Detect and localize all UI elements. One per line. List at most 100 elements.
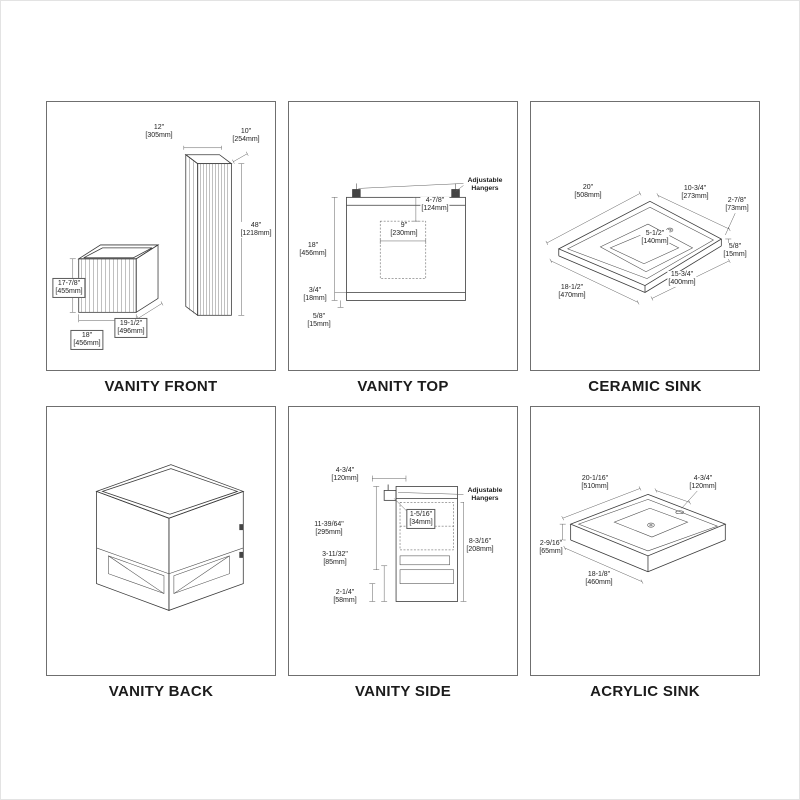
dim-in: 5/8" xyxy=(728,242,742,250)
panel-caption: VANITY TOP xyxy=(357,378,449,395)
panel-vanity-back: VANITY BACK xyxy=(46,406,276,700)
dim-label: 4-3/4" [120mm] xyxy=(688,474,718,492)
dim-in: 2-1/4" xyxy=(335,588,355,596)
panel-caption: VANITY BACK xyxy=(108,683,214,700)
panel-caption: VANITY FRONT xyxy=(104,378,218,395)
dim-in: 10" xyxy=(240,127,252,135)
dim-mm: [85mm] xyxy=(323,559,347,566)
dim-in: 18" xyxy=(307,241,319,249)
dim-mm: [510mm] xyxy=(581,483,609,490)
dim-mm: [18mm] xyxy=(303,295,327,302)
dim-mm: [124mm] xyxy=(421,205,449,212)
dim-in: 5/8" xyxy=(312,312,326,320)
dim-mm: [470mm] xyxy=(558,292,586,299)
dim-in: 10-3/4" xyxy=(683,184,707,192)
dim-label: 4-3/4" [120mm] xyxy=(330,466,360,484)
dim-label: 18-1/2" [470mm] xyxy=(557,283,587,301)
vanity-back-drawing xyxy=(95,464,245,611)
dim-in: 5-1/2" xyxy=(645,229,665,237)
dim-mm: [273mm] xyxy=(681,193,709,200)
vanity-back-drawing-box xyxy=(46,406,276,676)
dim-in: 15-3/4" xyxy=(670,270,694,278)
dim-in: 4-3/4" xyxy=(335,466,355,474)
ceramic-sink-drawing-box: 20" [508mm] 10-3/4" [273mm] 2-7/8" [73mm… xyxy=(530,101,760,371)
dim-label: 2-7/8" [73mm] xyxy=(724,196,750,214)
dim-in: 3-11/32" xyxy=(322,550,348,558)
dim-mm: [120mm] xyxy=(689,483,717,490)
dim-in: 48" xyxy=(250,221,262,229)
dim-in: 2-7/8" xyxy=(727,196,747,204)
dim-mm: [230mm] xyxy=(390,230,418,237)
dim-mm: [305mm] xyxy=(145,132,173,139)
panel-vanity-top: 4-7/8" [124mm] 18" [456mm] 9" [230mm] 3/… xyxy=(288,101,518,395)
dim-label: 5/8" [15mm] xyxy=(306,312,332,330)
dim-in: 20-1/16" xyxy=(581,474,609,482)
vanity-top-drawing-box: 4-7/8" [124mm] 18" [456mm] 9" [230mm] 3/… xyxy=(288,101,518,371)
dim-mm: [65mm] xyxy=(539,548,563,555)
dim-in: 11-39/64" xyxy=(314,520,344,528)
dim-in: 4-3/4" xyxy=(693,474,713,482)
dim-mm: [460mm] xyxy=(585,579,613,586)
panel-caption: VANITY SIDE xyxy=(354,683,452,700)
dim-label: 10" [254mm] xyxy=(231,127,261,145)
dim-mm: [496mm] xyxy=(117,328,145,335)
dim-in: 20" xyxy=(582,183,594,191)
vanity-side-drawing-box: 4-3/4" [120mm] 11-39/64" [295mm] 3-11/32… xyxy=(288,406,518,676)
dim-label: 18-1/8" [460mm] xyxy=(584,570,614,588)
dim-label: 3/4" [18mm] xyxy=(302,286,328,304)
adjustable-hangers-note: Adjustable Hangers xyxy=(464,177,506,193)
dim-in: 3/4" xyxy=(308,286,322,294)
dim-in: 8-3/16" xyxy=(468,537,492,545)
dim-mm: [120mm] xyxy=(331,475,359,482)
dim-label: 1-5/16" [34mm] xyxy=(406,508,436,530)
dim-label: 8-3/16" [208mm] xyxy=(465,537,495,555)
dim-mm: [1218mm] xyxy=(240,230,272,237)
panel-caption: ACRYLIC SINK xyxy=(590,683,700,700)
dim-mm: [295mm] xyxy=(315,529,343,536)
dim-mm: [73mm] xyxy=(725,205,749,212)
dim-in: 19-1/2" xyxy=(119,319,143,327)
dim-mm: [400mm] xyxy=(668,279,696,286)
dim-label: 5/8" [15mm] xyxy=(722,242,748,260)
dim-label: 17-7/8" [455mm] xyxy=(52,277,86,299)
vanity-side-drawing xyxy=(369,475,467,602)
dim-label: 48" [1218mm] xyxy=(239,221,273,239)
dim-label: 3-11/32" [85mm] xyxy=(321,550,349,568)
dim-mm: [456mm] xyxy=(299,250,327,257)
dim-mm: [208mm] xyxy=(466,546,494,553)
dim-in: 9" xyxy=(400,221,408,229)
panel-vanity-front: 12" [305mm] 10" [254mm] 48" [1218mm] 17-… xyxy=(46,101,276,395)
dim-mm: [456mm] xyxy=(73,340,101,347)
dim-mm: [455mm] xyxy=(55,288,83,295)
dim-in: 2-9/16" xyxy=(539,539,563,547)
dim-in: 18-1/2" xyxy=(560,283,584,291)
dim-label: 20" [508mm] xyxy=(573,183,603,201)
acrylic-sink-drawing xyxy=(559,486,727,584)
dim-mm: [140mm] xyxy=(641,238,669,245)
dim-label: 9" [230mm] xyxy=(389,221,419,239)
adjustable-hangers-note: Adjustable Hangers xyxy=(464,487,506,503)
dim-in: 18" xyxy=(81,331,93,339)
dim-in: 17-7/8" xyxy=(57,279,81,287)
dim-label: 18" [456mm] xyxy=(298,241,328,259)
panel-vanity-side: 4-3/4" [120mm] 11-39/64" [295mm] 3-11/32… xyxy=(288,406,518,700)
dim-in: 1-5/16" xyxy=(409,510,433,518)
dim-label: 15-3/4" [400mm] xyxy=(667,270,697,288)
dim-label: 5-1/2" [140mm] xyxy=(640,229,670,247)
panel-caption: CERAMIC SINK xyxy=(588,378,702,395)
dim-in: 12" xyxy=(153,123,165,131)
dim-mm: [15mm] xyxy=(723,251,747,258)
dim-label: 20-1/16" [510mm] xyxy=(580,474,610,492)
dim-mm: [58mm] xyxy=(333,597,357,604)
dim-label: 12" [305mm] xyxy=(144,123,174,141)
vanity-front-drawing-box: 12" [305mm] 10" [254mm] 48" [1218mm] 17-… xyxy=(46,101,276,371)
dim-label: 2-1/4" [58mm] xyxy=(332,588,358,606)
dim-label: 18" [456mm] xyxy=(70,329,104,351)
ceramic-sink-drawing xyxy=(545,191,736,305)
dim-label: 2-9/16" [65mm] xyxy=(538,539,564,557)
dim-mm: [15mm] xyxy=(307,321,331,328)
dim-in: 18-1/8" xyxy=(587,570,611,578)
dim-in: 4-7/8" xyxy=(425,196,445,204)
dim-mm: [34mm] xyxy=(409,519,433,526)
